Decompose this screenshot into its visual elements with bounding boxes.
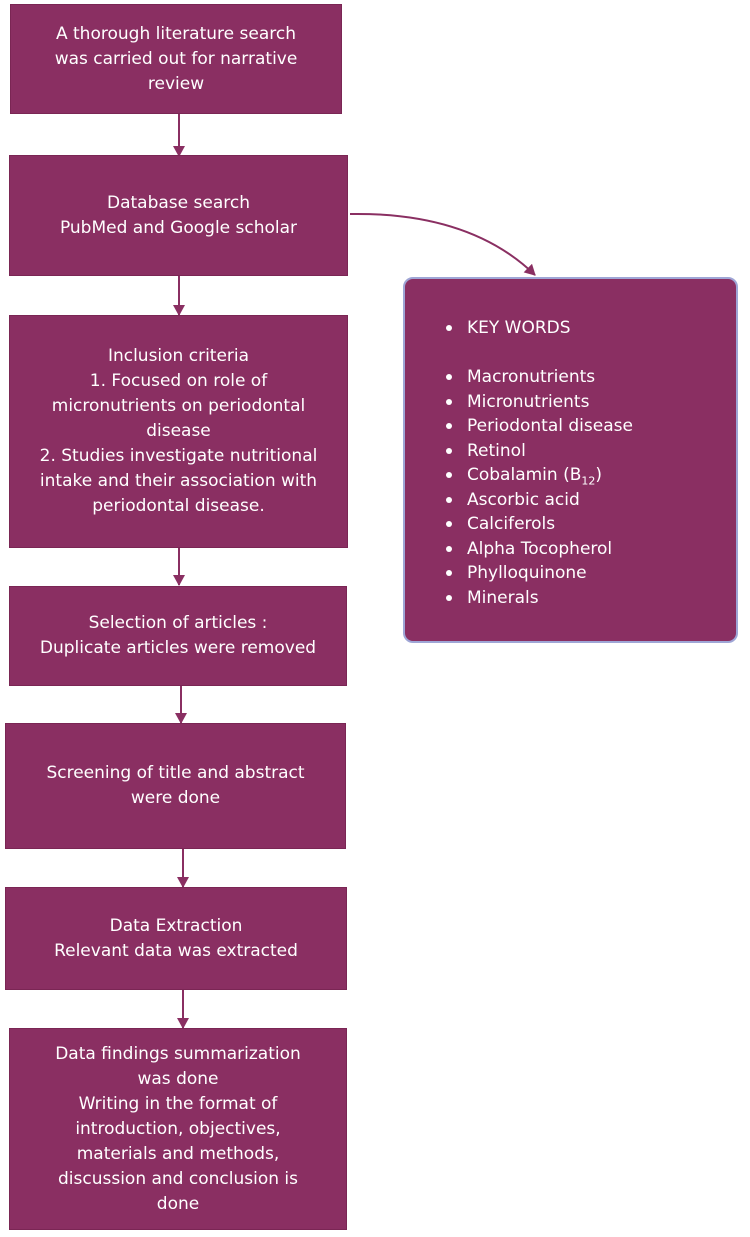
step-text-line: PubMed and Google scholar xyxy=(59,217,298,238)
step-text-line: was carried out for narrative xyxy=(54,48,298,69)
keyword-cobalamin-text: Cobalamin (B xyxy=(467,465,582,485)
keyword-item: Phylloquinone xyxy=(405,561,736,586)
keywords-heading: KEY WORDS xyxy=(405,316,736,341)
step-text-line: Selection of articles : xyxy=(88,613,268,633)
step-text-line: introduction, objectives, xyxy=(75,1118,281,1139)
step-text-line: 1. Focused on role of xyxy=(89,371,268,391)
step-text-line: periodontal disease. xyxy=(92,496,265,516)
step-literature-search: A thorough literature search was carried … xyxy=(11,5,341,113)
step-text-line: A thorough literature search xyxy=(55,23,296,44)
step-text-line: Relevant data was extracted xyxy=(54,940,298,961)
keyword-item: Alpha Tocopherol xyxy=(405,537,736,562)
step-text-line: were done xyxy=(130,788,221,808)
keywords-list: Macronutrients Micronutrients Periodonta… xyxy=(405,365,736,610)
step-text-line: 2. Studies investigate nutritional xyxy=(39,446,318,466)
step-inclusion-criteria: Inclusion criteria 1. Focused on role of m… xyxy=(10,316,347,547)
step-text-line: Data findings summarization xyxy=(55,1043,301,1064)
step-text-line: review xyxy=(147,73,205,94)
keyword-item: Periodontal disease xyxy=(405,414,736,439)
keyword-item: Micronutrients xyxy=(405,390,736,415)
step-text-line: done xyxy=(156,1193,200,1214)
step-text-line: Writing in the format of xyxy=(78,1093,278,1114)
keyword-cobalamin-close: ) xyxy=(595,465,603,485)
keywords-box: KEY WORDS Macronutrients Micronutrients … xyxy=(403,277,738,643)
step-text-line: was done xyxy=(137,1068,219,1089)
keyword-item: Retinol xyxy=(405,439,736,464)
step-text-line: Screening of title and abstract xyxy=(46,763,305,783)
step-text-line: Data Extraction xyxy=(109,915,243,936)
keyword-item: Macronutrients xyxy=(405,365,736,390)
keyword-item-cobalamin: Cobalamin (B12) xyxy=(405,463,736,488)
step-text-line: intake and their association with xyxy=(39,471,318,491)
step-text-line: Inclusion criteria xyxy=(107,346,250,366)
step-text-line: discussion and conclusion is xyxy=(57,1168,298,1189)
step-text-line: Database search xyxy=(107,192,250,213)
keyword-cobalamin-subscript: 12 xyxy=(581,474,596,488)
keyword-item: Ascorbic acid xyxy=(405,488,736,513)
step-text-line: Duplicate articles were removed xyxy=(39,638,317,658)
step-selection-of-articles: Selection of articles : Duplicate article… xyxy=(10,587,346,685)
step-screening: Screening of title and abstract were done xyxy=(6,724,345,848)
step-text-line: materials and methods, xyxy=(76,1143,280,1164)
keywords-heading-list: KEY WORDS xyxy=(405,316,736,341)
arrow-database-to-keywords xyxy=(349,212,536,276)
keyword-item: Calciferols xyxy=(405,512,736,537)
step-text-line: micronutrients on periodontal xyxy=(51,396,306,416)
keyword-item: Minerals xyxy=(405,586,736,611)
step-text-line: disease xyxy=(146,421,211,441)
